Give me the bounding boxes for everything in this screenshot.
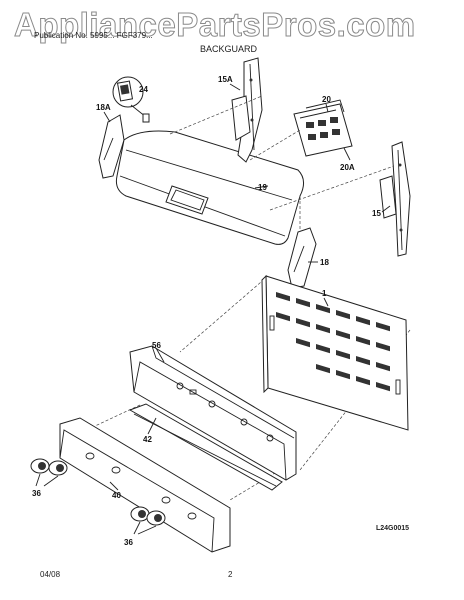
- callout-20a: 20A: [340, 163, 355, 172]
- footer-page-number: 2: [228, 570, 233, 579]
- part-36-knobs-left: 36: [30, 458, 68, 498]
- callout-56: 56: [152, 341, 161, 350]
- part-42-trim-strip: 42: [128, 403, 283, 491]
- model-line: Publication No. 5995... FGF379...: [34, 31, 153, 40]
- part-18a-end-cap-left: 18A: [96, 103, 125, 179]
- page-title: BACKGUARD: [200, 44, 258, 54]
- part-36-knobs-right: 36: [124, 506, 166, 547]
- part-15-bracket-right: 15: [372, 141, 411, 257]
- part-56-control-bracket: 56: [129, 341, 297, 481]
- drawing-code: L24G0015: [376, 525, 410, 532]
- callout-15a: 15A: [218, 75, 233, 84]
- rear-panel-vent-slots: [276, 292, 390, 392]
- watermark-logo: AppliancePartsPros.com: [14, 6, 416, 44]
- callout-19: 19: [258, 183, 267, 192]
- callout-24: 24: [139, 85, 148, 94]
- callout-36-right: 36: [124, 538, 133, 547]
- part-40-control-panel: 40: [59, 417, 231, 553]
- callout-40: 40: [112, 491, 121, 500]
- part-15a-bracket-left: 15A: [218, 57, 263, 163]
- part-18-end-cap-right: 18: [287, 227, 329, 289]
- part-19-backguard-panel: 19: [115, 130, 304, 245]
- callout-1: 1: [322, 289, 327, 298]
- part-20-control-board: 20 20A: [293, 95, 355, 172]
- callout-18: 18: [320, 258, 329, 267]
- callout-42: 42: [143, 435, 152, 444]
- part-1-rear-panel: 1: [261, 274, 409, 431]
- callout-15: 15: [372, 209, 381, 218]
- part-24-switch: 24: [112, 76, 150, 123]
- footer-date: 04/08: [40, 570, 61, 579]
- callout-36-left: 36: [32, 489, 41, 498]
- callout-20: 20: [322, 95, 331, 104]
- callout-18a: 18A: [96, 103, 111, 112]
